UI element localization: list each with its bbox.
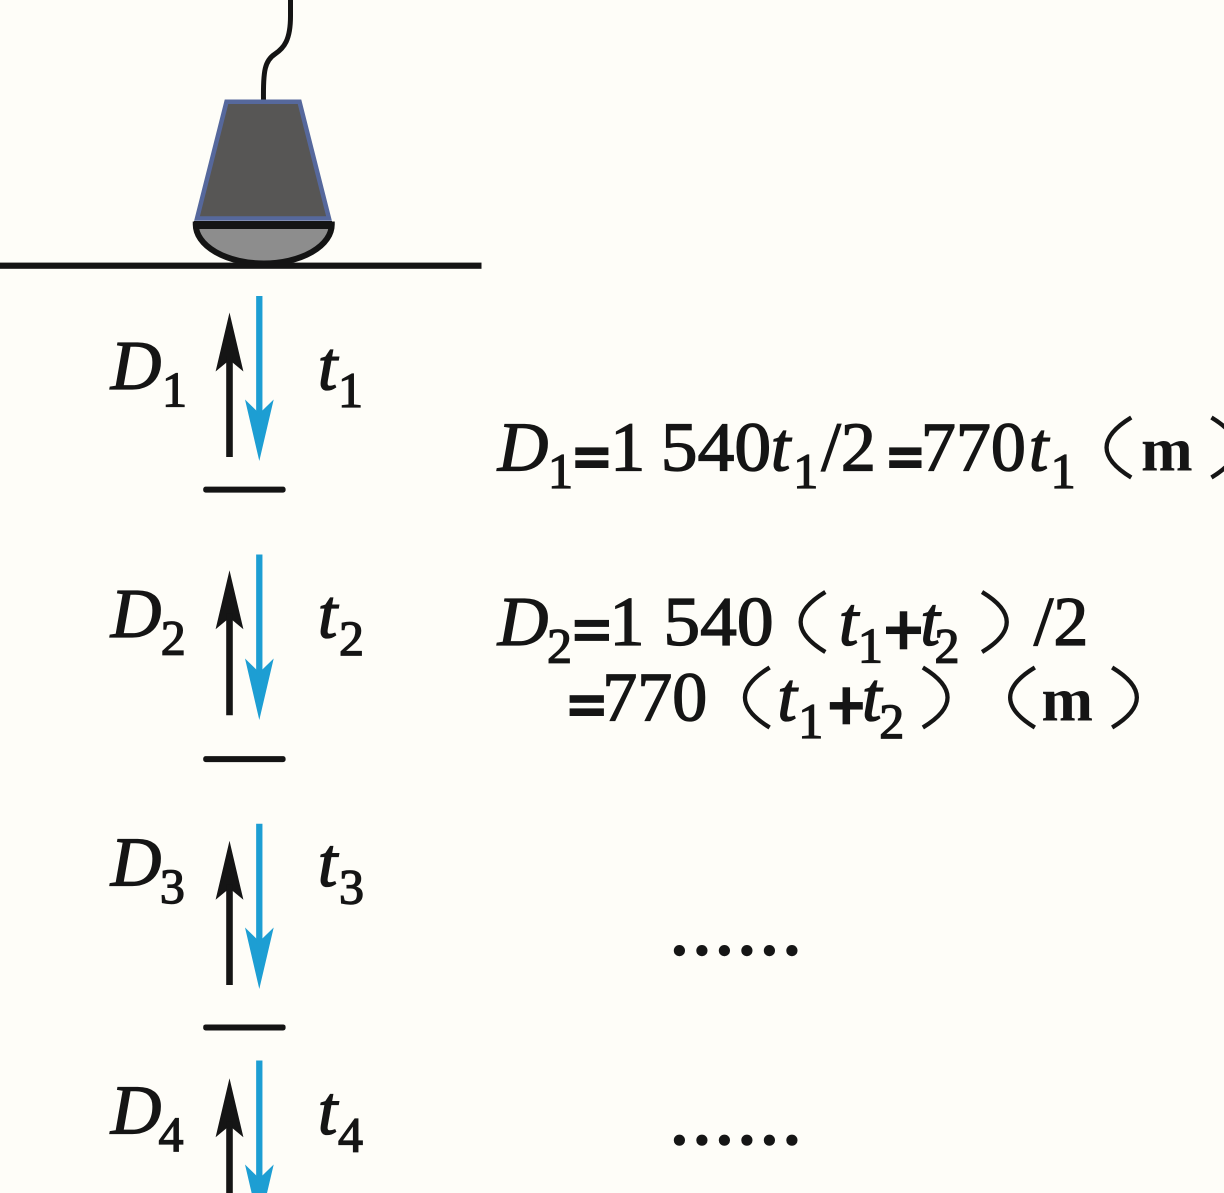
svg-text:m: m: [1141, 417, 1193, 485]
svg-text:t: t: [920, 584, 941, 661]
svg-text:t: t: [862, 660, 883, 737]
svg-text:3: 3: [160, 858, 185, 914]
svg-text:540: 540: [663, 584, 773, 661]
svg-text:2: 2: [935, 617, 960, 673]
svg-text:770: 770: [602, 660, 707, 737]
svg-text:540: 540: [661, 410, 771, 487]
svg-text:2: 2: [547, 617, 572, 673]
svg-text:1: 1: [548, 443, 573, 499]
svg-text:m: m: [1041, 667, 1093, 735]
svg-text:D: D: [110, 576, 162, 653]
svg-text:2: 2: [161, 609, 186, 665]
svg-text:t: t: [318, 825, 339, 902]
svg-text:4: 4: [338, 1107, 363, 1163]
svg-text:1: 1: [338, 362, 363, 418]
svg-text:t: t: [777, 660, 798, 737]
svg-text:1: 1: [793, 443, 818, 499]
svg-text:D: D: [110, 825, 162, 902]
svg-text:D: D: [110, 1073, 162, 1150]
svg-text:1: 1: [610, 584, 645, 661]
svg-text:3: 3: [339, 859, 364, 915]
svg-text:t: t: [1029, 410, 1050, 487]
svg-text:1: 1: [162, 361, 187, 417]
svg-text:/2: /2: [1034, 584, 1088, 661]
svg-text:1: 1: [610, 410, 645, 487]
svg-text:1: 1: [1051, 443, 1076, 499]
svg-text:1: 1: [798, 693, 823, 749]
svg-text:D: D: [497, 410, 549, 487]
svg-text:770: 770: [921, 410, 1026, 487]
svg-text:t: t: [771, 410, 792, 487]
svg-text:2: 2: [879, 693, 904, 749]
svg-text:4: 4: [159, 1106, 184, 1162]
svg-text:D: D: [497, 584, 549, 661]
svg-text:2: 2: [339, 610, 364, 666]
svg-text:D: D: [110, 328, 162, 405]
svg-text:t: t: [318, 1073, 339, 1150]
svg-text:/2: /2: [821, 410, 875, 487]
svg-text:t: t: [318, 577, 339, 654]
svg-text:1: 1: [858, 617, 883, 673]
svg-text:t: t: [318, 329, 339, 406]
svg-text:t: t: [839, 584, 860, 661]
